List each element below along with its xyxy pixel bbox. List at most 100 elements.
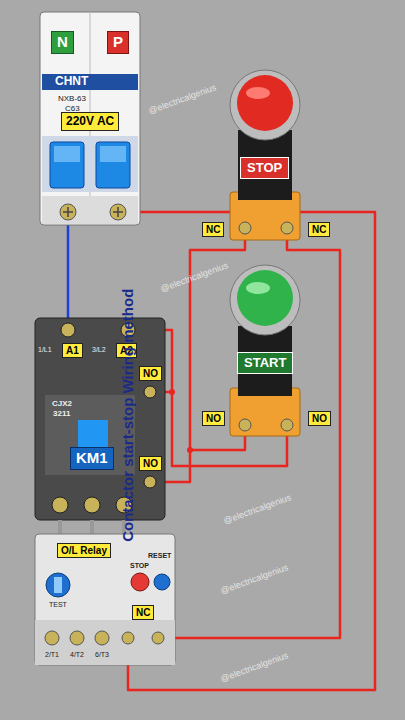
node-text: NC: [206, 224, 220, 235]
neutral-tag: N: [51, 31, 74, 54]
junction-dot-part: [187, 447, 193, 453]
neutral-wire-part: [67, 212, 70, 330]
overload-relay-part: [45, 631, 59, 645]
contactor-part: [144, 476, 156, 488]
phase-wire-part: [156, 236, 245, 482]
node-text: STOP: [247, 161, 282, 175]
phase-wire-part: [158, 236, 340, 638]
node-text: START: [244, 356, 286, 370]
phase-tag: P: [107, 31, 129, 54]
voltage-tag: 220V AC: [61, 112, 119, 131]
button-name: RESET: [148, 552, 171, 560]
overload-relay-part: [95, 631, 109, 645]
start-pushbutton-part: [281, 419, 293, 431]
contactor-part: [144, 386, 156, 398]
node-text: A1: [66, 345, 79, 356]
circuit-breaker: [40, 12, 140, 225]
contact-tag: NO: [139, 456, 162, 471]
stop-pushbutton: [230, 70, 300, 240]
node-text: NO: [312, 413, 327, 424]
overload-relay-part: [70, 631, 84, 645]
stop-label: STOP: [240, 157, 289, 179]
start-pushbutton-part: [238, 326, 292, 396]
circuit-breaker-part: [63, 207, 123, 217]
start-pushbutton-part: [246, 282, 270, 294]
circuit-breaker-part: [50, 142, 84, 188]
node-text: NO: [206, 413, 221, 424]
circuit-breaker-part: [54, 146, 80, 162]
stop-pushbutton-part: [239, 222, 251, 234]
contact-tag: NO: [139, 366, 162, 381]
node-text: 220V AC: [66, 115, 114, 128]
stop-pushbutton-part: [246, 87, 270, 99]
watermark: @electricalgenius: [222, 493, 292, 527]
junction-dot: [169, 389, 193, 453]
stop-pushbutton-part: [237, 75, 293, 131]
circuit-breaker-part: [42, 136, 138, 192]
stop-pushbutton-part: [230, 70, 300, 140]
overload-relay-part: [35, 620, 175, 665]
contactor-part: [52, 497, 68, 513]
button-name: STOP: [130, 562, 149, 570]
overload-relay-part: [154, 574, 170, 590]
contactor: [35, 318, 165, 534]
overload-relay: [35, 534, 175, 665]
stop-pushbutton-part: [281, 222, 293, 234]
start-label: START: [237, 352, 293, 374]
overload-relay-part: [46, 573, 70, 597]
watermark: @electricalgenius: [147, 83, 217, 117]
watermark: @electricalgenius: [219, 651, 289, 685]
overload-relay-part: [122, 632, 134, 644]
circuit-breaker-part: [100, 146, 126, 162]
contact-tag: NO: [308, 411, 331, 426]
start-pushbutton-part: [239, 419, 251, 431]
coil-terminal-tag: A1: [62, 343, 83, 358]
brand-name: CHNT: [55, 75, 88, 88]
overload-relay-part: [131, 573, 149, 591]
terminal-name: 3/L2: [92, 346, 106, 354]
terminal-name: 1/L1: [38, 346, 52, 354]
contactor-part: [84, 497, 100, 513]
node-text: NC: [136, 607, 150, 618]
start-pushbutton-part: [237, 270, 293, 326]
overload-relay-part: [54, 577, 62, 593]
relay-label: O/L Relay: [57, 543, 111, 558]
rating-text: C63: [65, 105, 80, 114]
node-text: O/L Relay: [61, 545, 107, 556]
node-text: N: [57, 34, 68, 51]
circuit-breaker-part: [40, 12, 140, 225]
title: Contactor start-stop Wiring method: [120, 289, 137, 542]
terminal-name: 4/T2: [70, 651, 84, 659]
watermark: @electricalgenius: [219, 563, 289, 597]
contactor-part: [78, 420, 108, 448]
node-text: NC: [312, 224, 326, 235]
overload-relay-part: [152, 632, 164, 644]
terminal-name: 2/T1: [45, 651, 59, 659]
contact-tag: NC: [202, 222, 224, 237]
contactor-part: [60, 520, 124, 534]
terminal-name: 6/T3: [95, 651, 109, 659]
overload-relay-part: [35, 534, 175, 665]
node-text: NO: [143, 368, 158, 379]
contact-tag: NO: [202, 411, 225, 426]
contact-tag: NC: [132, 605, 154, 620]
model-text: 3211: [53, 410, 70, 419]
watermark: @electricalgenius: [159, 261, 229, 295]
neutral-wire: [67, 212, 70, 330]
circuit-breaker-part: [42, 196, 138, 224]
node-text: KM1: [76, 450, 108, 467]
contactor-part: [35, 318, 165, 520]
start-pushbutton-part: [230, 265, 300, 335]
circuit-breaker-part: [96, 142, 130, 188]
model-text: NXB-63: [58, 95, 86, 104]
button-name: TEST: [49, 601, 67, 609]
node-text: NO: [143, 458, 158, 469]
contactor-part: [61, 323, 75, 337]
contactor-label: KM1: [70, 447, 114, 470]
node-text: P: [113, 34, 123, 51]
circuit-breaker-part: [42, 74, 138, 90]
model-text: CJX2: [52, 400, 72, 409]
junction-dot-part: [169, 389, 175, 395]
start-pushbutton: [230, 265, 300, 436]
